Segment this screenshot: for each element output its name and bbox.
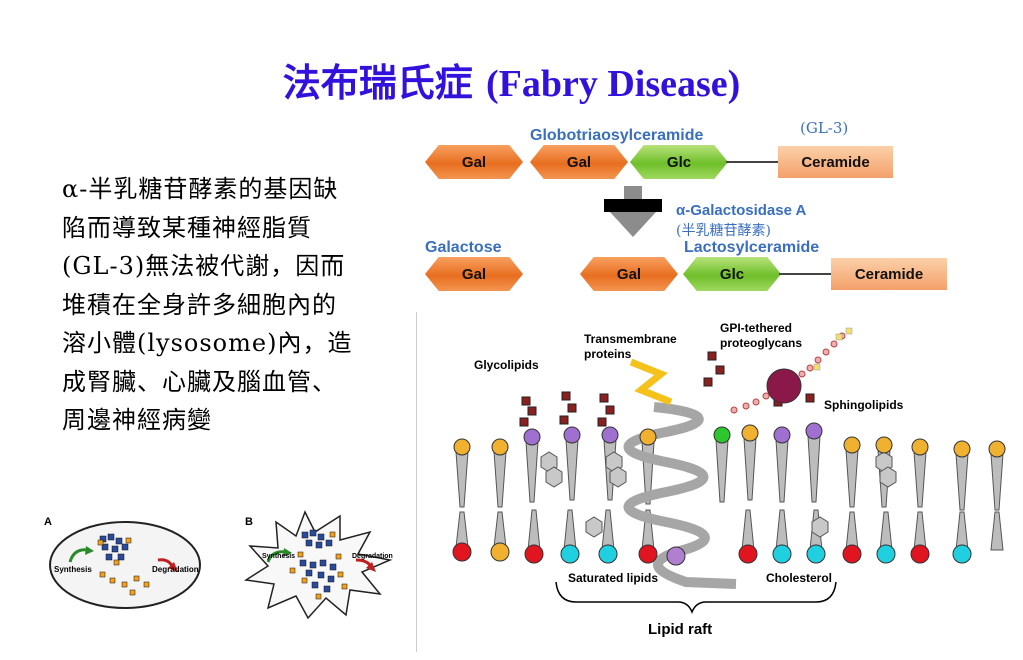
label-transmembrane: Transmembrane: [584, 332, 677, 346]
lysosome-illustration: Synthesis Degradation Synthesis Degradat…: [49, 510, 393, 620]
label-glycolipids: Glycolipids: [474, 358, 539, 372]
substrate-bond: [726, 161, 778, 163]
label-saturated-lipids: Saturated lipids: [568, 571, 658, 585]
slide-title: 法布瑞氏症 (Fabry Disease): [0, 52, 1023, 107]
lysosome-figure: A B Synthesis Degradation: [40, 510, 415, 620]
label-cholesterol: Cholesterol: [766, 571, 832, 585]
label-gpi-2: proteoglycans: [720, 336, 802, 350]
label-proteins: proteins: [584, 347, 632, 361]
sugar-glc: Glc: [630, 145, 728, 179]
title-chinese: 法布瑞氏症: [282, 60, 473, 105]
product-glc: Glc: [683, 257, 781, 291]
title-english: (Fabry Disease): [485, 63, 741, 105]
reaction-arrow-icon: [604, 186, 662, 237]
product-gal: Gal: [425, 257, 523, 291]
body-paragraph: α-半乳糖苷酵素的基因缺陷而導致某種神經脂質(GL-3)無法被代謝，因而堆積在全…: [62, 175, 353, 434]
label-lipid-raft: Lipid raft: [648, 621, 712, 638]
enzyme-name: α-Galactosidase A: [676, 202, 807, 219]
panel-b-label: B: [245, 516, 253, 528]
a-degradation-text: Degradation: [152, 565, 199, 574]
a-synthesis-text: Synthesis: [54, 565, 92, 574]
substrate-abbr: (GL-3): [800, 119, 849, 137]
label-sphingolipids: Sphingolipids: [824, 398, 904, 412]
lipid-raft-figure: Glycolipids Transmembrane proteins GPI-t…: [416, 312, 1006, 652]
enzyme-chinese: (半乳糖苷酵素): [676, 223, 771, 239]
substrate-name: Globotriaosylceramide: [530, 127, 704, 144]
b-synthesis-text: Synthesis: [262, 553, 295, 560]
product-gal-2: Gal: [580, 257, 678, 291]
product-ceramide: Ceramide: [831, 258, 947, 290]
sugar-gal-1: Gal: [425, 145, 523, 179]
product-lactosyl-label: Lactosylceramide: [684, 239, 820, 256]
substrate-ceramide: Ceramide: [778, 146, 893, 178]
product-galactose-label: Galactose: [425, 239, 502, 256]
b-degradation-text: Degradation: [352, 553, 393, 560]
product-bond: [779, 273, 831, 275]
panel-a-label: A: [44, 516, 52, 528]
label-gpi-1: GPI-tethered: [720, 321, 792, 335]
sugar-gal-2: Gal: [530, 145, 628, 179]
